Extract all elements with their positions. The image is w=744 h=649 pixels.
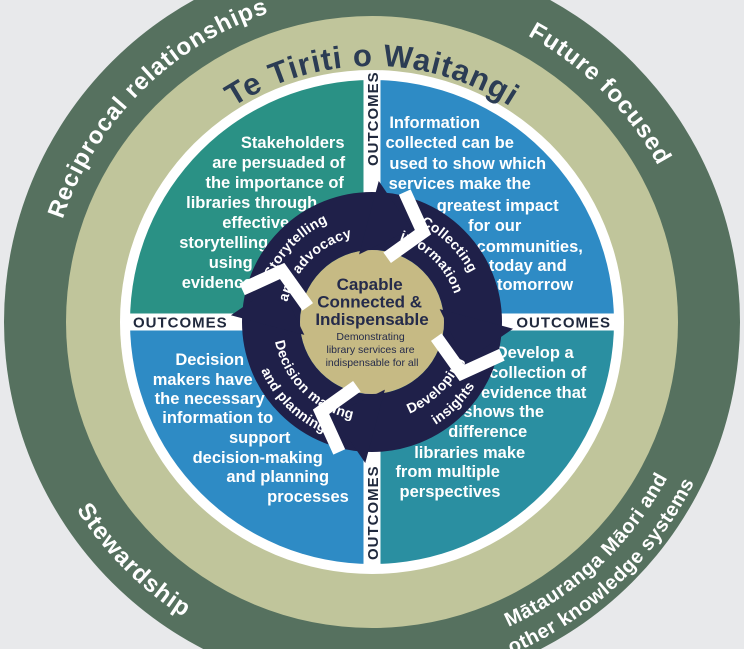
arrow-gap [312,380,361,455]
text-line: storytelling [179,234,268,252]
text-line: communities, [477,238,583,256]
text-line: collection of [489,364,587,382]
text-line: Connected & [317,293,422,312]
center-subtitle: Demonstrating library services are indis… [326,331,419,369]
text-line: Decision [175,351,244,369]
text-line: perspectives [400,483,501,501]
outcomes-label-left: OUTCOMES [133,315,228,332]
text-line: services make the [389,175,531,193]
arrowhead-icon [359,180,412,255]
cycle-arrow-left [230,262,314,335]
text-line: information to [162,409,273,427]
text-line: effective [222,214,289,232]
arrow-gap [239,262,314,311]
text-line: Capable [337,275,403,294]
arrowhead-icon [332,389,385,464]
text-line: Demonstrating [336,331,404,343]
arrowhead-icon [230,282,305,335]
cycle-arrow-bottom [312,380,385,464]
text-line: Information [389,114,480,132]
text-line: decision-making [193,449,323,467]
quadrant-top-left-text: Stakeholders are persuaded of the import… [179,134,350,292]
text-line: Indispensable [315,310,428,329]
text-line: used to show which [389,155,546,173]
quadrant-top-right-text: Information collected can be used to sho… [386,114,588,294]
center-title: Capable Connected & Indispensable [315,275,428,329]
text-line: library services are [326,344,414,356]
text-line: for our [468,217,522,235]
arrow-gap [430,333,505,382]
text-line: are persuaded of [212,154,345,172]
text-line: shows the [463,403,544,421]
text-line: libraries through [186,194,317,212]
text-line: the importance of [205,174,344,192]
arrow-gap [383,189,432,264]
text-line: today and [489,257,567,275]
text-line: libraries make [414,444,525,462]
text-line: tomorrow [497,276,573,294]
text-line: Develop a [496,344,575,362]
text-line: using [209,254,253,272]
quadrant-bottom-right-text: Develop a collection of evidence that sh… [395,344,591,501]
text-line: Stakeholders [241,134,345,152]
arrowhead-icon [439,309,514,362]
text-line: evidence that [481,384,587,402]
center-circle [300,250,444,394]
text-line: greatest impact [437,197,559,215]
cycle-arrow-right [430,309,514,382]
outcomes-label-bottom: OUTCOMES [365,465,382,560]
quadrant-bottom-left-text: Decision makers have the necessary infor… [153,351,349,506]
text-line: from multiple [395,463,500,481]
text-line: makers have [153,371,253,389]
outcomes-label-right: OUTCOMES [516,315,611,332]
cycle-arrow-top [359,180,432,264]
outcomes-label-top: OUTCOMES [365,71,382,166]
text-line: support [229,429,291,447]
text-line: the necessary [155,390,266,408]
text-line: processes [267,488,349,506]
text-line: collected can be [386,134,514,152]
text-line: evidence [182,274,253,292]
text-line: indispensable for all [326,357,419,369]
text-line: difference [448,423,527,441]
text-line: and planning [226,468,329,486]
